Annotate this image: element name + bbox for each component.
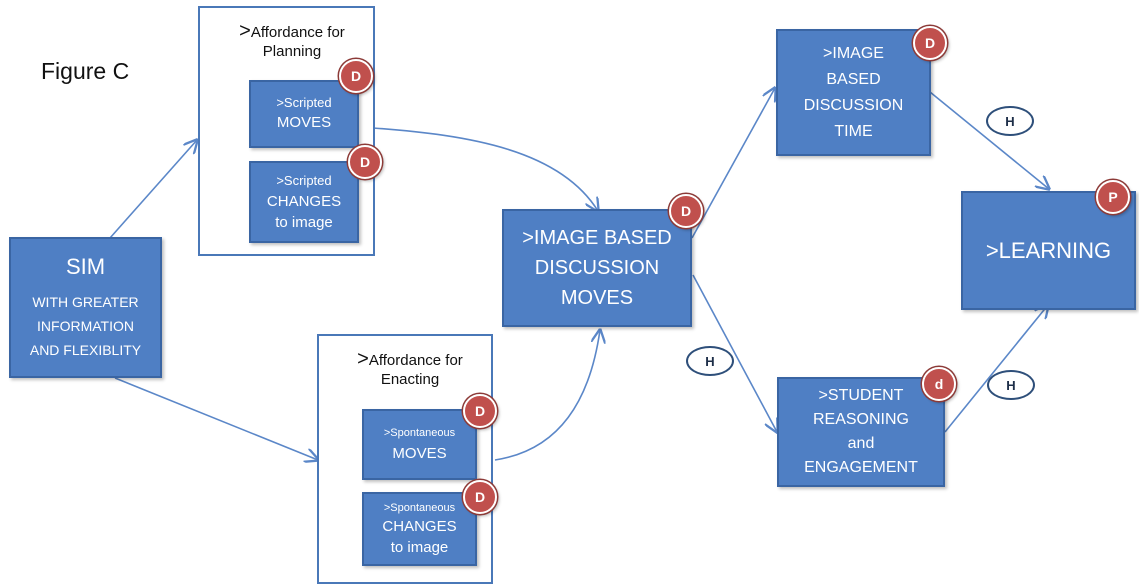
discussion-time-line-1: >IMAGE bbox=[823, 44, 884, 62]
discussion-time-badge: D bbox=[913, 26, 947, 60]
spontaneous-moves-line-1: >Spontaneous bbox=[383, 426, 456, 439]
discussion-moves-badge: D bbox=[669, 194, 703, 228]
discussion-time-line-4: TIME bbox=[834, 122, 873, 140]
scripted-moves-badge: D bbox=[339, 59, 373, 93]
student-reasoning-line-4: ENGAGEMENT bbox=[804, 459, 918, 476]
enacting-label: >Affordance for Enacting bbox=[330, 348, 490, 389]
scripted-changes-badge: D bbox=[348, 145, 382, 179]
scripted-moves-box: >Scripted MOVES bbox=[249, 80, 359, 148]
scripted-changes-line-1: >Scripted bbox=[276, 173, 332, 188]
discussion-time-line-3: DISCUSSION bbox=[803, 96, 904, 114]
learning-label: >LEARNING bbox=[985, 237, 1112, 263]
h-label-moves-to-student: H bbox=[686, 346, 734, 376]
spontaneous-moves-line-2: MOVES bbox=[392, 444, 447, 462]
spontaneous-moves-box: >Spontaneous MOVES bbox=[362, 409, 477, 480]
sim-line-2: INFORMATION bbox=[37, 317, 134, 334]
spontaneous-changes-box: >Spontaneous CHANGES to image bbox=[362, 492, 477, 566]
student-reasoning-line-2: REASONING bbox=[812, 411, 909, 428]
student-reasoning-line-1: >STUDENT bbox=[818, 387, 904, 404]
scripted-moves-line-2: MOVES bbox=[276, 114, 332, 131]
arrow-scripted-to-discussion bbox=[372, 127, 598, 211]
enacting-label-prefix: > bbox=[357, 348, 369, 370]
h-label-time-to-learning: H bbox=[986, 106, 1034, 136]
discussion-moves-line-3: MOVES bbox=[560, 287, 634, 309]
h-label-student-to-learning: H bbox=[987, 370, 1035, 400]
student-reasoning-badge: d bbox=[922, 367, 956, 401]
spontaneous-changes-line-1: >Spontaneous bbox=[383, 502, 456, 514]
spontaneous-changes-line-3: to image bbox=[390, 539, 449, 556]
enacting-label-line-1: Affordance for bbox=[368, 352, 463, 369]
spontaneous-changes-badge: D bbox=[463, 480, 497, 514]
sim-box: SIM WITH GREATER INFORMATION AND FLEXIBL… bbox=[9, 237, 162, 378]
sim-line-3: AND FLEXIBLITY bbox=[29, 341, 142, 358]
sim-title: SIM bbox=[65, 253, 106, 279]
enacting-label-line-2: Enacting bbox=[380, 371, 440, 388]
scripted-changes-box: >Scripted CHANGES to image bbox=[249, 161, 359, 243]
discussion-moves-box: >IMAGE BASED DISCUSSION MOVES bbox=[502, 209, 692, 327]
learning-badge: P bbox=[1096, 180, 1130, 214]
discussion-moves-line-2: DISCUSSION bbox=[534, 257, 660, 279]
arrow-student-to-learning bbox=[944, 305, 1048, 433]
discussion-time-line-2: BASED bbox=[826, 70, 881, 88]
arrow-sim-to-enacting bbox=[114, 377, 318, 460]
scripted-moves-line-1: >Scripted bbox=[276, 95, 332, 110]
arrow-discussion-to-time bbox=[691, 88, 775, 239]
arrow-sim-to-planning bbox=[109, 140, 197, 239]
planning-label-prefix: > bbox=[239, 20, 251, 42]
spontaneous-changes-line-2: CHANGES bbox=[382, 518, 457, 535]
scripted-changes-line-2: CHANGES bbox=[266, 193, 342, 210]
planning-label-line-1: Affordance for bbox=[250, 24, 345, 41]
student-reasoning-line-3: and bbox=[847, 435, 875, 452]
sim-line-1: WITH GREATER bbox=[32, 293, 139, 310]
discussion-time-box: >IMAGE BASED DISCUSSION TIME bbox=[776, 29, 931, 156]
planning-label: >Affordance for Planning bbox=[212, 20, 372, 61]
planning-label-line-2: Planning bbox=[262, 43, 322, 60]
arrow-spontaneous-to-discussion bbox=[494, 330, 600, 461]
arrow-time-to-learning bbox=[929, 91, 1049, 189]
arrow-discussion-to-student bbox=[692, 274, 777, 432]
discussion-moves-line-1: >IMAGE BASED bbox=[522, 227, 672, 249]
student-reasoning-box: >STUDENT REASONING and ENGAGEMENT bbox=[777, 377, 945, 487]
spontaneous-moves-badge: D bbox=[463, 394, 497, 428]
figure-title: Figure C bbox=[41, 58, 130, 84]
scripted-changes-line-3: to image bbox=[275, 214, 333, 231]
